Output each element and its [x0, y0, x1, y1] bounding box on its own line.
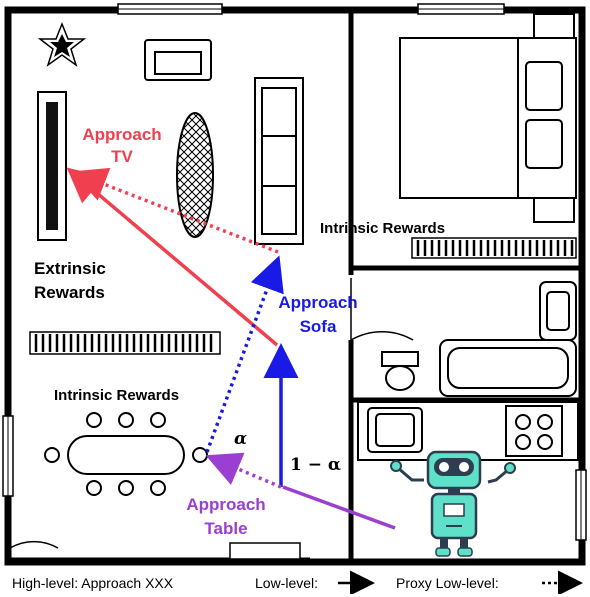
- legend-high-level: High-level: Approach XXX: [12, 575, 174, 591]
- approach-table-label-line1: Approach: [186, 495, 265, 514]
- windows: [2, 3, 587, 541]
- stove-icon: [505, 405, 563, 457]
- low-level-arrow-to-table: [282, 485, 396, 530]
- star-icon: [37, 21, 87, 67]
- legend-low-level: Low-level:: [255, 575, 318, 591]
- legend: High-level: Approach XXX Low-level: Prox…: [12, 570, 583, 594]
- approach-tv-label-line2: TV: [111, 147, 133, 166]
- approach-table-label-line2: Table: [204, 519, 247, 538]
- one-minus-alpha-label: 1 − α: [290, 455, 341, 475]
- bathtub-icon: [439, 339, 577, 397]
- toilet-icon: [381, 351, 419, 391]
- approach-tv-label-line1: Approach: [82, 125, 161, 144]
- radiators: [29, 237, 577, 560]
- table-icon: [44, 412, 208, 496]
- legend-proxy-low-level: Proxy Low-level:: [396, 575, 499, 591]
- robot-icon: [390, 450, 516, 557]
- labels: Approach TV Extrinsic Rewards Intrinsic …: [34, 125, 445, 538]
- sofa-icon: [254, 77, 304, 245]
- interior-walls: [10, 10, 582, 563]
- rug-icon: [176, 112, 214, 238]
- bed-icon: [399, 13, 577, 223]
- tv-icon: [37, 91, 67, 241]
- proxy-arrow-to-sofa: [205, 255, 284, 453]
- chair-icon: [144, 39, 212, 81]
- sink-icon: [539, 281, 577, 341]
- extrinsic-label-line2: Rewards: [34, 283, 105, 302]
- approach-sofa-label-line1: Approach: [278, 293, 357, 312]
- intrinsic-left-label: Intrinsic Rewards: [54, 387, 179, 404]
- low-level-arrow-to-tv: [66, 167, 279, 347]
- alpha-label: α: [234, 429, 247, 449]
- arrows: [66, 167, 396, 530]
- proxy-arrow-to-tv: [71, 167, 279, 254]
- extrinsic-label-line1: Extrinsic: [34, 259, 106, 278]
- proxy-arrow-to-table: [205, 452, 282, 489]
- intrinsic-top-label: Intrinsic Rewards: [320, 220, 445, 237]
- approach-sofa-label-line2: Sofa: [300, 317, 337, 336]
